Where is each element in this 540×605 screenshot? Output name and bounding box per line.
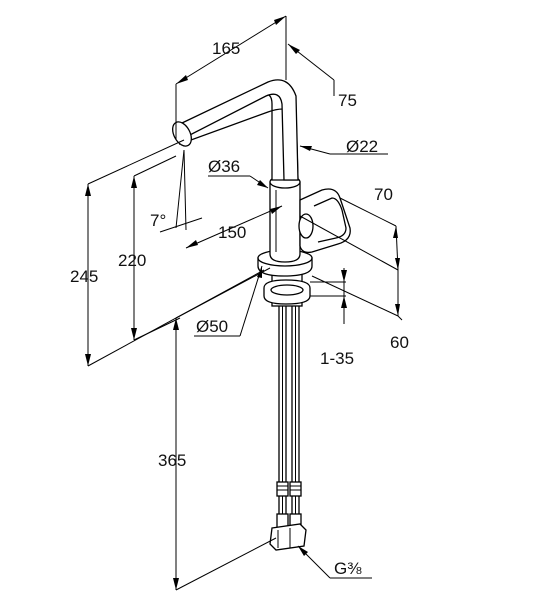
handle xyxy=(298,188,351,254)
label-165: 165 xyxy=(212,39,240,58)
label-70: 70 xyxy=(374,185,393,204)
label-75: 75 xyxy=(338,91,357,110)
label-365: 365 xyxy=(158,451,186,470)
label-d50: Ø50 xyxy=(196,317,228,336)
label-1-35: 1-35 xyxy=(320,349,354,368)
supply-hoses xyxy=(276,299,302,531)
label-220: 220 xyxy=(118,251,146,270)
dimension-labels: 165 75 Ø22 Ø36 7° 150 70 220 245 Ø50 60 … xyxy=(70,39,409,578)
dimension-lines xyxy=(85,15,403,591)
faucet-body xyxy=(269,175,301,263)
mounting-clamp xyxy=(263,271,311,307)
label-thread: G⅜ xyxy=(334,559,362,578)
label-d22: Ø22 xyxy=(346,137,378,156)
label-150: 150 xyxy=(218,223,246,242)
faucet xyxy=(172,79,351,551)
label-7deg: 7° xyxy=(150,211,166,230)
label-245: 245 xyxy=(70,267,98,286)
spout xyxy=(172,79,299,181)
label-60: 60 xyxy=(390,333,409,352)
label-d36: Ø36 xyxy=(208,157,240,176)
thread-connector xyxy=(269,523,307,551)
